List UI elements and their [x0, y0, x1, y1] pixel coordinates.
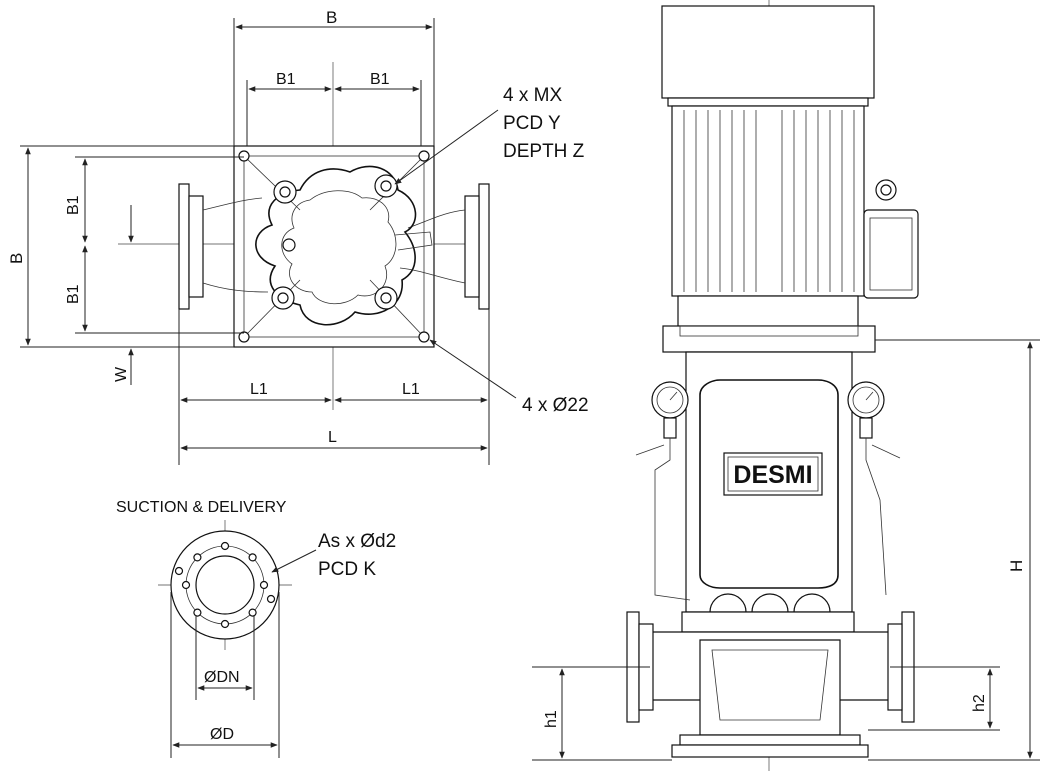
front-view: DESMI [532, 0, 1040, 771]
pump-casing [255, 165, 417, 326]
lantern-top-plate [662, 325, 876, 353]
right-pipe-contour [399, 209, 466, 284]
corner-holes [238, 150, 430, 343]
dim-L-label: L [328, 429, 337, 446]
brand-plate [723, 452, 823, 496]
dim-B1-right-label: B1 [370, 71, 390, 88]
dim-L1-left-label: L1 [250, 381, 268, 398]
callout-bolts-line1: 4 x MX [503, 85, 562, 106]
pump-cover [681, 611, 855, 633]
base-plate-front [671, 744, 869, 758]
top-view: B B1 B1 B B1 B1 W L1 L1 L [7, 8, 589, 465]
motor-body [671, 105, 865, 297]
bolts-leader [394, 109, 499, 185]
dim-B1-left-label: B1 [276, 71, 296, 88]
right-flange [478, 183, 490, 310]
dim-B-side-label: B [7, 253, 26, 264]
dim-L1-right-label: L1 [402, 381, 420, 398]
pump-foot [679, 734, 861, 746]
casing-bolts [271, 174, 398, 310]
gauge-right [847, 381, 901, 596]
flange-bolt-holes [174, 541, 276, 629]
flange-view: SUCTION & DELIVERY As x Ød2 PCD K ØDN [116, 499, 396, 758]
flange-holes-line2: PCD K [318, 559, 376, 580]
dim-B1-upper-label: B1 [65, 195, 82, 215]
holes-leader [429, 339, 517, 399]
callout-holes: 4 x Ø22 [522, 395, 589, 416]
flange-holes-line1: As x Ød2 [318, 531, 396, 552]
callout-bolts-line2: PCD Y [503, 113, 561, 134]
motor-flange [677, 295, 859, 327]
dim-B-top-label: B [326, 8, 337, 27]
flange-view-title: SUCTION & DELIVERY [116, 499, 287, 516]
side-fitting [394, 231, 433, 251]
left-flange-neck [188, 195, 204, 298]
right-flange-neck [464, 195, 480, 298]
brand-label: DESMI [733, 461, 812, 489]
left-pipe-contour [202, 197, 269, 293]
center-plug [282, 238, 296, 252]
callout-bolts-line3: DEPTH Z [503, 141, 585, 162]
flange-holes-leader [271, 549, 317, 573]
dim-W-label: W [113, 366, 130, 382]
coupling-guard [699, 379, 839, 589]
terminal-box [863, 209, 919, 299]
dim-D-label: ØD [210, 726, 234, 743]
dim-DN-label: ØDN [204, 669, 240, 686]
dim-H-label: H [1007, 560, 1026, 572]
dim-h2-label: h2 [971, 694, 988, 712]
motor-fan-cover [661, 5, 875, 99]
dim-h1-label: h1 [543, 710, 560, 728]
flange-bore [195, 555, 255, 615]
left-flange [178, 183, 190, 310]
pump-casing-inner [281, 190, 397, 305]
gauge-left [635, 381, 691, 601]
dim-B1-lower-label: B1 [65, 284, 82, 304]
pump-volute [699, 639, 841, 736]
motor-fins [683, 110, 855, 292]
